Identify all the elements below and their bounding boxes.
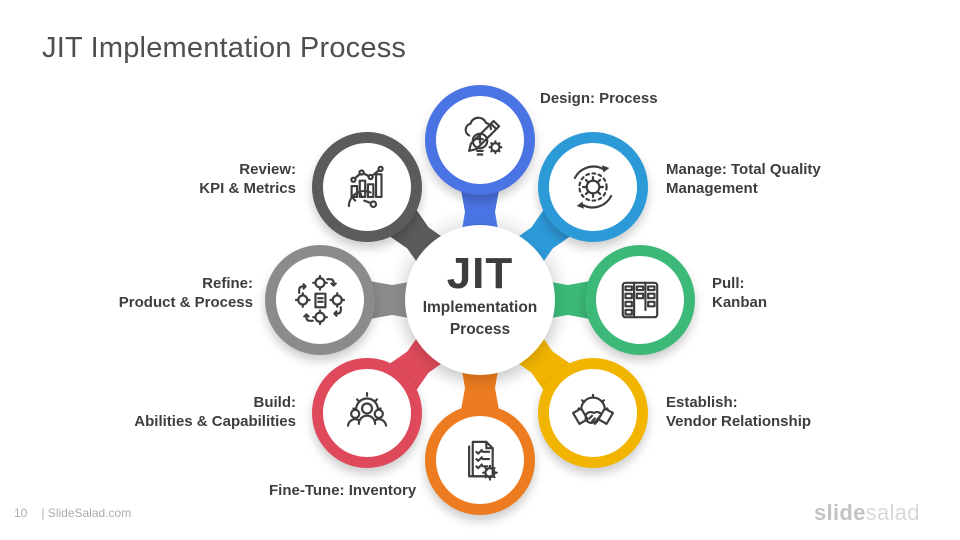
kpi-chart-icon	[347, 165, 384, 209]
team-gear-icon	[346, 391, 388, 427]
node-circle	[585, 245, 695, 355]
label-refine: Refine: Product & Process	[118, 275, 253, 311]
slidesalad-logo: slidesalad	[814, 500, 920, 525]
handshake-icon	[571, 393, 615, 425]
label-build: Build: Abilities & Capabilities	[134, 394, 296, 430]
label-pull: Pull: Kanban	[712, 275, 768, 311]
node-circle	[312, 358, 422, 468]
center-circle	[405, 225, 555, 375]
footer: 10 | SlideSalad.com	[14, 506, 131, 520]
checklist-gear-icon	[468, 440, 498, 481]
label-establish: Establish: Vendor Relationship	[666, 394, 812, 430]
label-design: Design: Process	[540, 90, 658, 107]
label-fine-tune: Fine-Tune: Inventory	[269, 482, 417, 499]
label-manage: Manage: Total Quality Management	[666, 161, 821, 197]
node-circle	[538, 358, 648, 468]
center-acronym: JIT	[446, 249, 514, 298]
node-circle	[425, 85, 535, 195]
node-circle	[425, 405, 535, 515]
source-credit: | SlideSalad.com	[41, 506, 132, 520]
node-circle	[538, 132, 648, 242]
process-gears-icon	[294, 274, 346, 326]
center-subtitle-line1: Implementation	[422, 299, 538, 316]
page-number: 10	[14, 506, 28, 520]
center-text: JIT Implementation Process	[380, 252, 580, 340]
design-icon	[464, 116, 503, 156]
page-title: JIT Implementation Process	[42, 32, 407, 64]
quality-cycle-icon	[573, 165, 613, 209]
label-review: Review: KPI & Metrics	[199, 161, 296, 197]
kanban-board-icon	[621, 281, 659, 319]
center-subtitle-line2: Process	[449, 321, 511, 338]
node-circle	[312, 132, 422, 242]
node-circle	[265, 245, 375, 355]
